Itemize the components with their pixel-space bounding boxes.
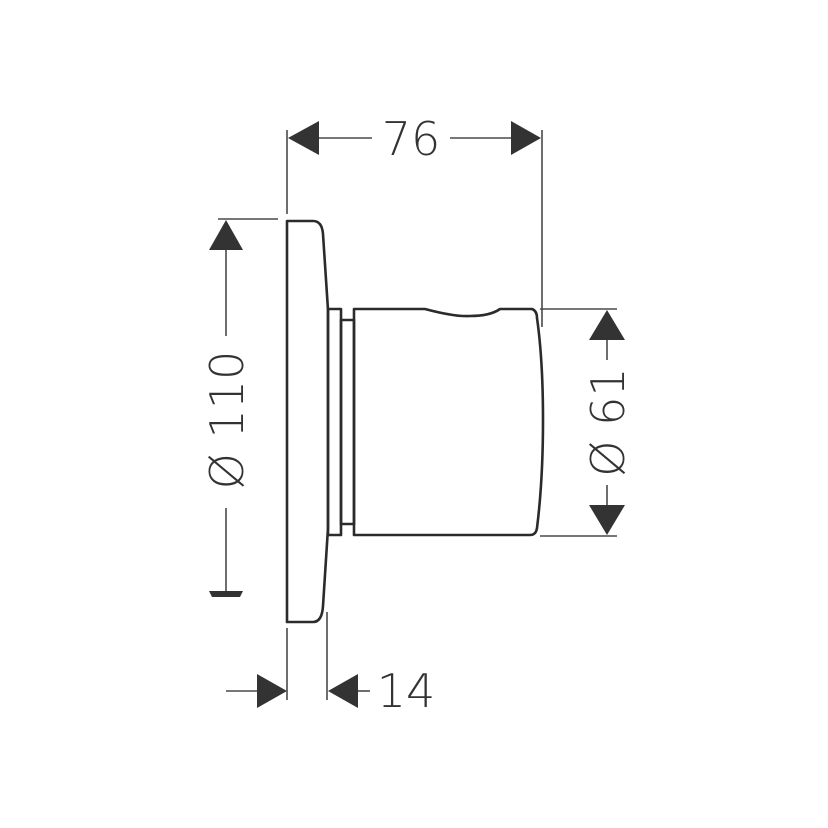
arrow-right-icon	[511, 121, 541, 155]
arrow-up-icon	[209, 220, 243, 250]
dimension-76: 76	[286, 112, 543, 327]
arrow-left-icon	[328, 674, 358, 708]
adapter-ring	[326, 307, 343, 537]
rosette-plate	[285, 219, 330, 624]
handle-knob	[352, 307, 545, 537]
dimension-61: Ø 61	[540, 308, 635, 537]
dimension-label-14: 14	[377, 664, 436, 718]
arrow-left-icon	[288, 121, 319, 155]
dimension-110: Ø 110	[200, 218, 278, 597]
part-outline	[285, 219, 545, 624]
arrow-bottom-stop-icon	[209, 591, 243, 597]
arrow-right-icon	[257, 674, 287, 708]
dimension-label-110: Ø 110	[200, 351, 254, 490]
arrow-up-icon	[589, 310, 625, 340]
dimension-label-76: 76	[382, 112, 441, 166]
spacer-ring	[339, 318, 356, 526]
dimension-14: 14	[226, 612, 435, 718]
dimension-label-61: Ø 61	[581, 367, 635, 476]
arrow-down-icon	[589, 505, 625, 535]
